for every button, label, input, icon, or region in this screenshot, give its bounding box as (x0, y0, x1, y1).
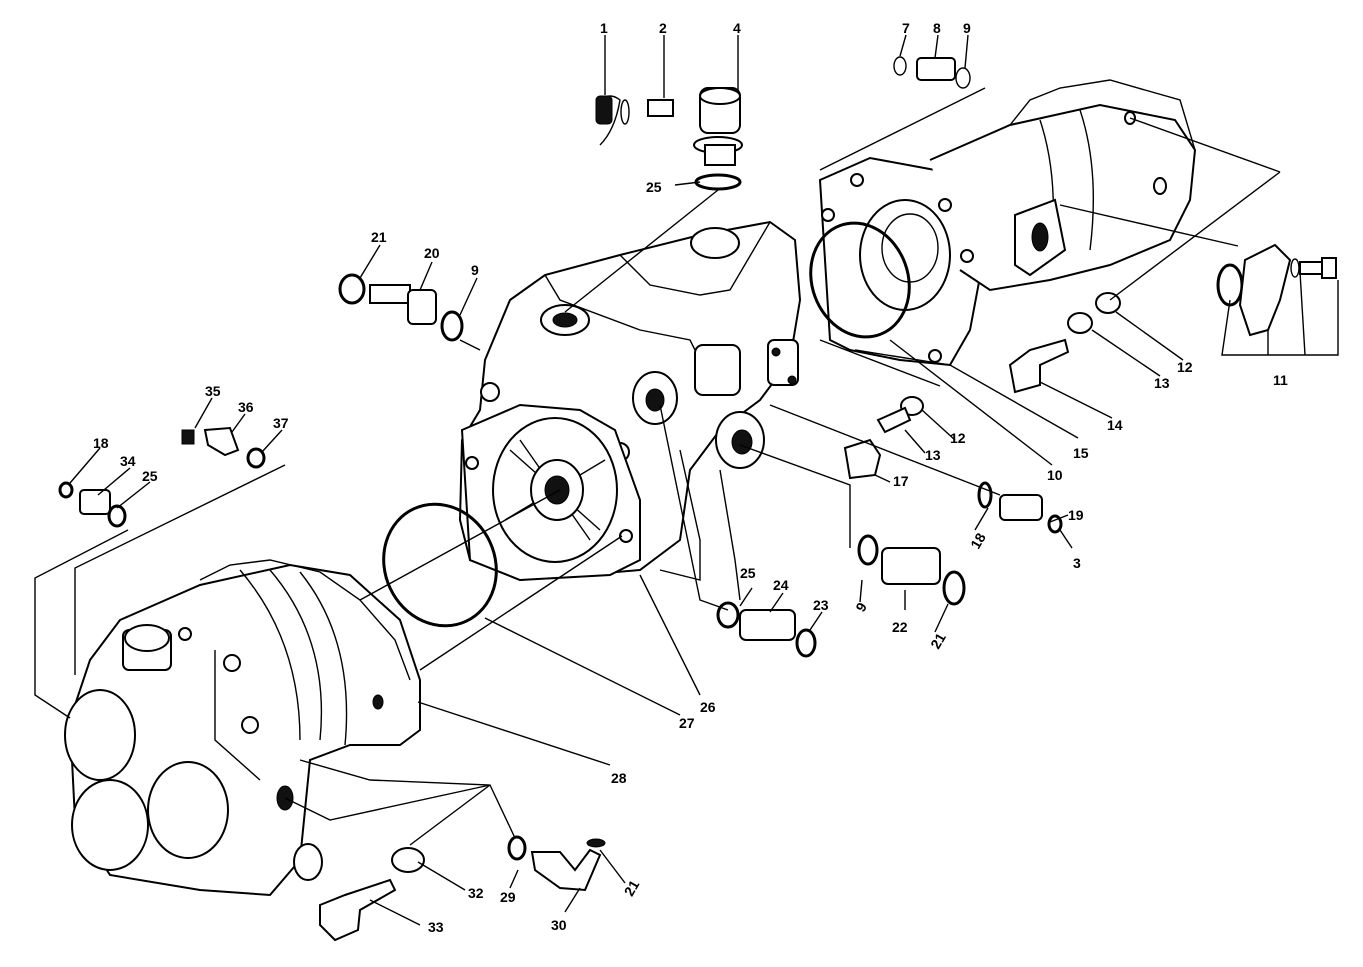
callout-2: 2 (659, 20, 667, 36)
callout-8: 8 (933, 20, 941, 36)
callout-labels: 1 2 4 25 7 8 9 21 20 9 35 36 37 18 34 25… (93, 20, 1288, 935)
callout-26: 26 (700, 699, 716, 715)
callout-17: 17 (893, 473, 909, 489)
callout-21: 21 (927, 630, 949, 652)
rear-pump-assembly (818, 79, 1197, 367)
callout-14: 14 (1107, 417, 1123, 433)
callout-32: 32 (468, 885, 484, 901)
fittings (58, 56, 1337, 942)
callout-21: 21 (621, 877, 643, 899)
callout-34: 34 (120, 453, 136, 469)
callout-10: 10 (1047, 467, 1063, 483)
callout-29: 29 (500, 889, 516, 905)
callout-22: 22 (892, 619, 908, 635)
callout-20: 20 (424, 245, 440, 261)
callout-19: 19 (1068, 507, 1084, 523)
front-pump-assembly (64, 559, 421, 897)
callout-24: 24 (773, 577, 789, 593)
callout-37: 37 (273, 415, 289, 431)
leader-lines (34, 34, 1339, 926)
callout-1: 1 (600, 20, 608, 36)
callout-7: 7 (902, 20, 910, 36)
callout-28: 28 (611, 770, 627, 786)
callout-25: 25 (142, 468, 158, 484)
callout-13: 13 (925, 447, 941, 463)
callout-9: 9 (471, 262, 479, 278)
callout-15: 15 (1073, 445, 1089, 461)
callout-35: 35 (205, 383, 221, 399)
callout-13: 13 (1154, 375, 1170, 391)
o-ring-large-27 (382, 502, 498, 628)
callout-36: 36 (238, 399, 254, 415)
callout-9: 9 (852, 599, 870, 614)
callout-4: 4 (733, 20, 741, 36)
callout-12: 12 (1177, 359, 1193, 375)
callout-18: 18 (967, 530, 989, 552)
callout-12: 12 (950, 430, 966, 446)
center-pump-housing (458, 220, 802, 601)
callout-18: 18 (93, 435, 109, 451)
callout-25: 25 (646, 179, 662, 195)
callout-21: 21 (371, 229, 387, 245)
o-ring-large-10 (809, 221, 911, 339)
callout-23: 23 (813, 597, 829, 613)
callout-11: 11 (1273, 372, 1288, 388)
callout-27: 27 (679, 715, 695, 731)
callout-33: 33 (428, 919, 444, 935)
callout-25: 25 (740, 565, 756, 581)
callout-9: 9 (963, 20, 971, 36)
callout-3: 3 (1073, 555, 1081, 571)
callout-30: 30 (551, 917, 567, 933)
